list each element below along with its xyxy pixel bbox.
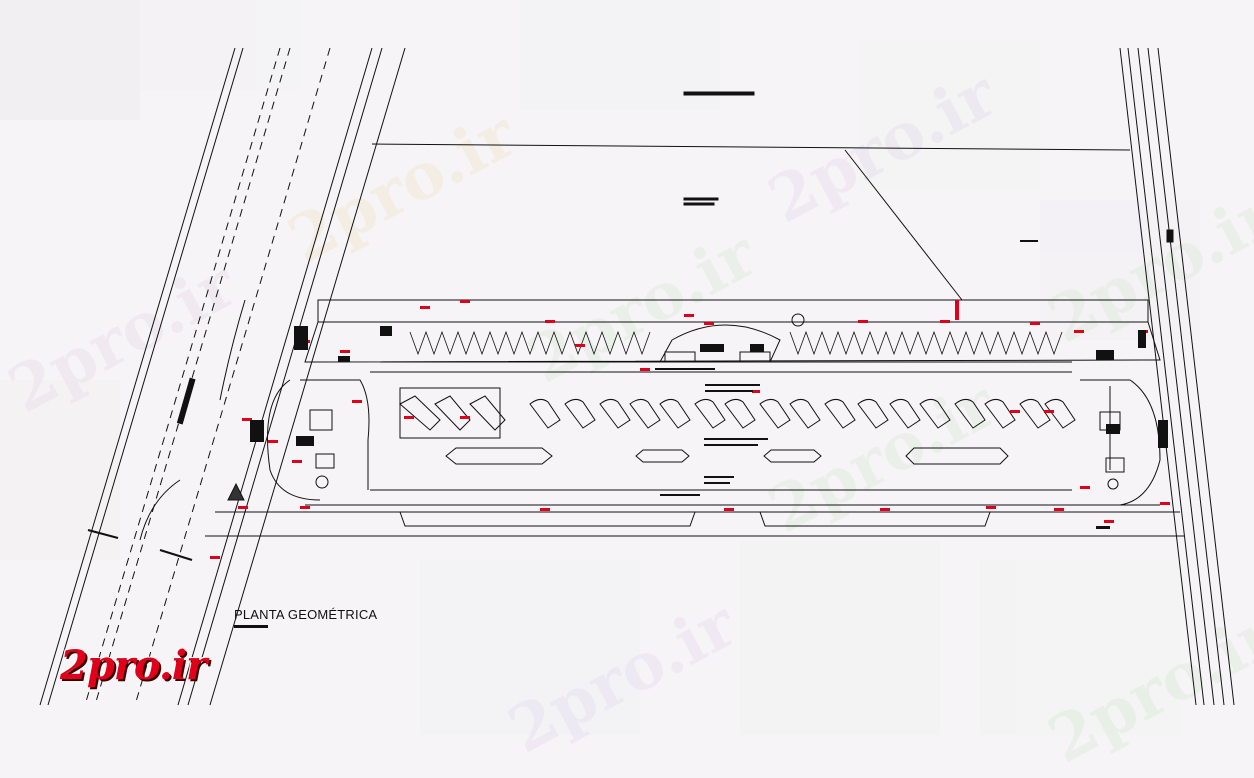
upper-lot-boundary [371,91,1131,301]
main-platform [205,299,1185,537]
background-mosaic [0,0,1254,735]
title-underline [234,625,268,628]
site-plan-drawing [39,47,1235,706]
upper-parking-row [409,330,1063,356]
left-highway [39,47,406,706]
angled-bus-bays [399,387,1076,439]
platform-islands [445,447,1009,465]
drawing-title: PLANTA GEOMÉTRICA [234,607,378,622]
brand-logo: 2pro.ir [60,642,207,689]
right-highway [1119,47,1235,706]
annotation-marks [250,240,1168,529]
dimension-markers [210,300,1170,559]
